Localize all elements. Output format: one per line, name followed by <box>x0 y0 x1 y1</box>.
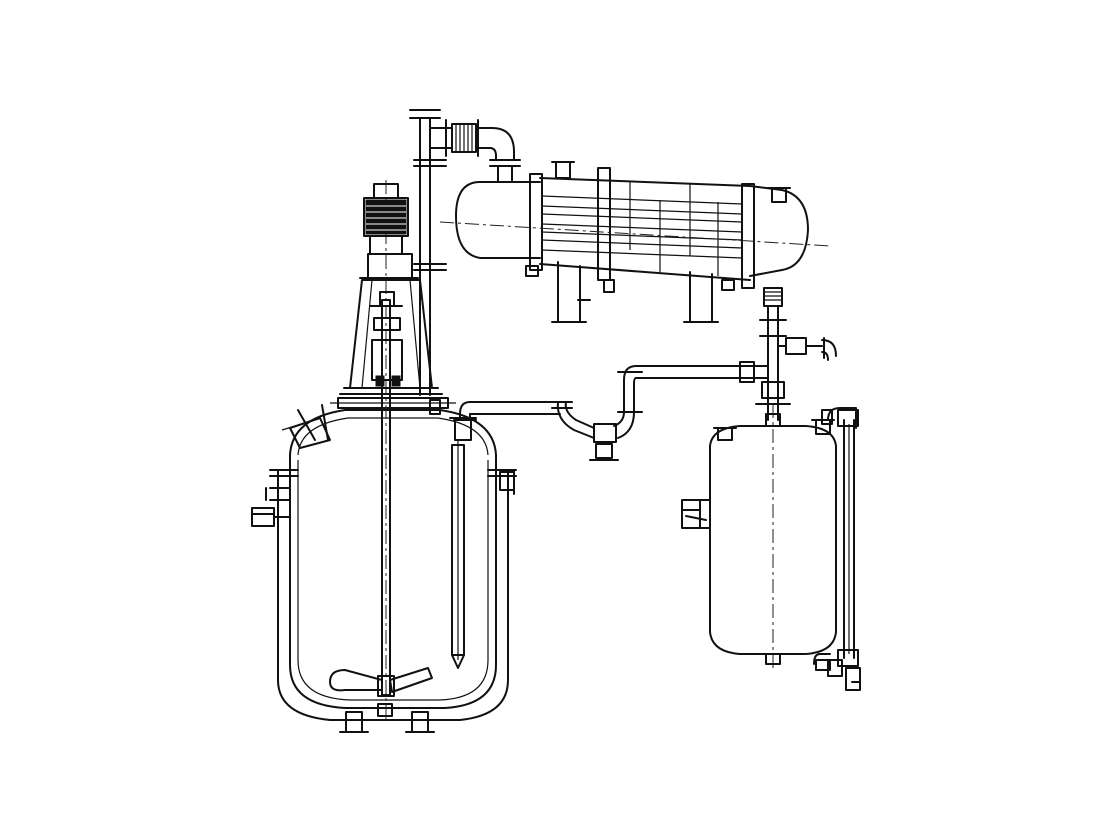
reactor-right-side-nozzle <box>499 469 515 495</box>
vapor-pipe <box>409 109 521 396</box>
thermowell <box>451 440 465 669</box>
receiver-side-bracket <box>681 499 711 529</box>
impeller <box>329 667 433 697</box>
condenser <box>439 161 831 323</box>
reactor-left-side-nozzle <box>251 487 291 527</box>
reactor-top-left-nozzle <box>281 404 331 449</box>
condensate-line <box>739 287 837 421</box>
motor-fins <box>365 199 407 235</box>
agitator-drive <box>339 183 443 395</box>
level-gauge <box>813 407 861 691</box>
bellows-expansion-joint <box>451 119 479 157</box>
reactor-top-right-nozzle <box>429 399 477 441</box>
receiver-tank <box>681 404 837 670</box>
reactor-bottom-nozzles <box>339 703 435 733</box>
reactor-vessel <box>251 180 517 733</box>
transfer-pipe <box>453 365 743 461</box>
